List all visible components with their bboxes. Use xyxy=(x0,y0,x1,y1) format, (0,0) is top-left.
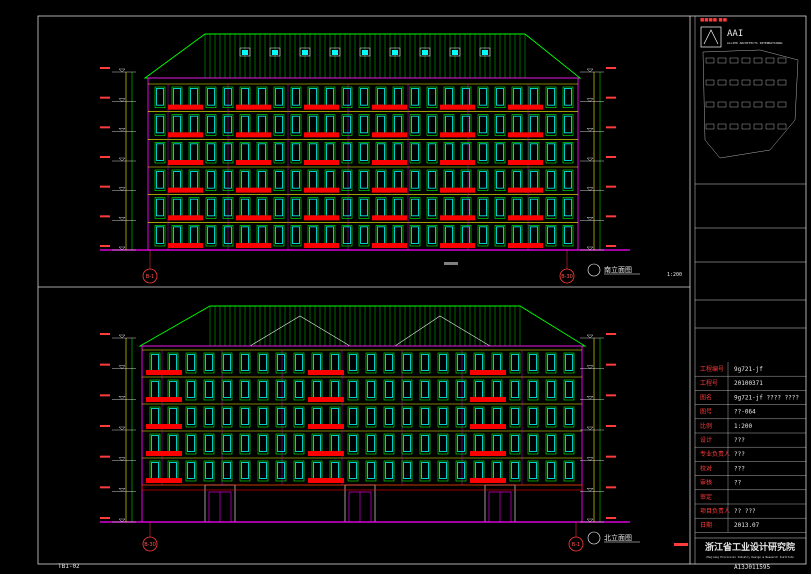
title-block-label: 项目负责人 xyxy=(700,507,730,515)
title-block-value: 20100371 xyxy=(734,380,763,387)
sheet-number: TB1-02 xyxy=(58,563,80,570)
title-block-label: 工程编号 xyxy=(700,365,724,373)
institute-en: Zhejiang Provincial Industry Design & Re… xyxy=(706,555,794,559)
south-elevation-title: 南立面图 xyxy=(604,265,632,274)
institute-name: 浙江省工业设计研究院 xyxy=(705,541,795,553)
title-block-value: 2013.07 xyxy=(734,522,760,529)
grid-label-top-left: B-1 xyxy=(146,274,154,280)
title-block-value: ??-064 xyxy=(734,409,756,416)
north-elevation-title: 北立面图 xyxy=(604,533,632,542)
grid-label-bottom-right: B-1 xyxy=(572,542,580,548)
title-block-label: 校对 xyxy=(700,464,712,472)
grid-label-bottom-left: B-30 xyxy=(144,542,156,548)
title-block-label: 比例 xyxy=(700,422,712,430)
title-block: ■■■■ ■■ AAI ALLIED ARCHITECTS INTERNATIO… xyxy=(695,18,806,559)
svg-text:■■■■ ■■: ■■■■ ■■ xyxy=(700,18,727,23)
title-block-value: ??? xyxy=(734,437,745,444)
title-block-value: ?? ??? xyxy=(734,508,756,515)
title-block-label: 图名 xyxy=(700,393,712,401)
title-block-label: 审定 xyxy=(700,493,712,501)
title-block-value: ??? xyxy=(734,465,745,472)
title-block-value: 1:200 xyxy=(734,423,752,430)
south-elevation: B-1 B-30 南立面图 1:200 xyxy=(100,33,682,284)
title-block-label: 图号 xyxy=(700,409,712,416)
north-elevation: B-30 B-1 北立面图 xyxy=(100,305,688,552)
title-block-label: 工程号 xyxy=(700,379,718,387)
title-block-label: 审核 xyxy=(700,479,712,487)
footer-code: A13J011595 xyxy=(734,564,771,571)
title-block-value: 9g721-jf xyxy=(734,366,763,373)
scale-label-top: 1:200 xyxy=(667,272,682,278)
title-block-label: 日期 xyxy=(700,521,712,529)
grid-label-top-right: B-30 xyxy=(561,274,573,280)
title-block-value: 9g721-jf ???? ???? xyxy=(734,394,799,401)
title-block-value: ??? xyxy=(734,451,745,458)
company-logo: AAI xyxy=(727,29,743,39)
title-block-label: 设计 xyxy=(700,436,712,444)
title-block-value: ?? xyxy=(734,480,742,487)
site-plan-thumbnail xyxy=(702,49,799,159)
title-block-label: 专业负责人 xyxy=(700,450,730,458)
company-logo-mark xyxy=(700,26,722,48)
company-subtitle: ALLIED ARCHITECTS INTERNATIONAL xyxy=(727,41,783,45)
